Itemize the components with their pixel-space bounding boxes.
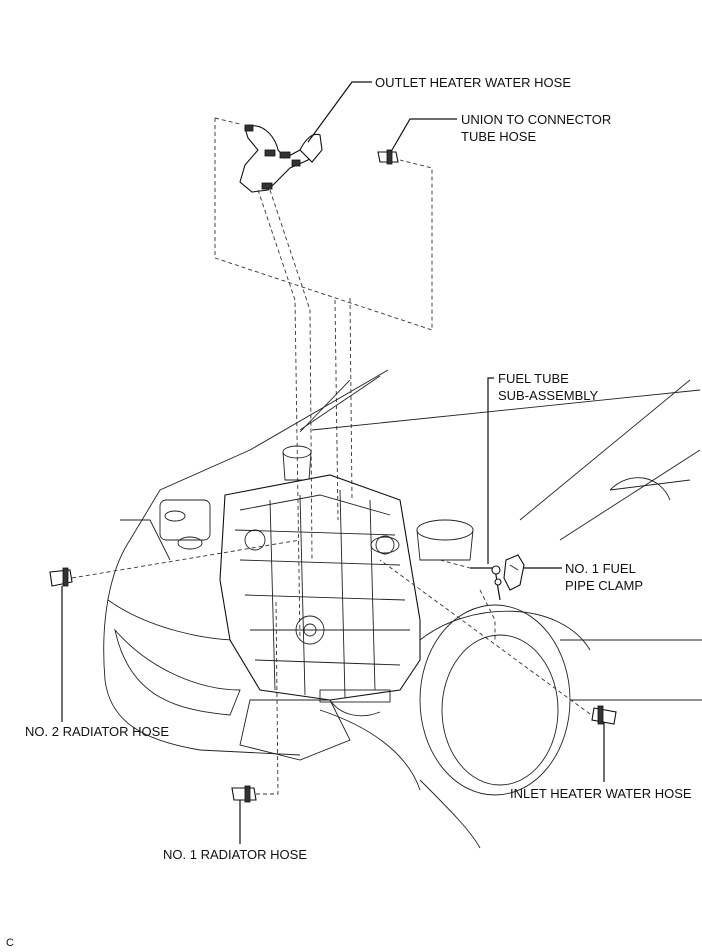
fuel-tube-sub-assembly [470, 565, 502, 601]
engine-assembly [219, 474, 421, 717]
car-body-outline [103, 369, 702, 849]
no1-fuel-pipe-clamp [503, 554, 525, 591]
no1-radiator-hose-clamp [231, 785, 257, 803]
outlet-heater-water-hose [239, 124, 323, 193]
projection-lines [71, 117, 591, 795]
label-no1-radiator-hose: NO. 1 RADIATOR HOSE [163, 847, 307, 862]
label-no1-fuel-pipe-clamp-line1: NO. 1 FUEL [565, 561, 636, 576]
label-no1-fuel-pipe-clamp-line2: PIPE CLAMP [565, 578, 644, 593]
leader-lines [61, 81, 605, 844]
label-union-to-connector-line1: UNION TO CONNECTOR [461, 112, 612, 127]
label-no2-radiator-hose: NO. 2 RADIATOR HOSE [25, 724, 169, 739]
label-outlet-heater-water-hose: OUTLET HEATER WATER HOSE [375, 75, 571, 90]
union-to-connector-clamp [377, 149, 399, 165]
label-union-to-connector-line2: TUBE HOSE [461, 129, 537, 144]
label-inlet-heater-water-hose: INLET HEATER WATER HOSE [510, 786, 692, 801]
figure-code: C [6, 937, 14, 949]
label-fuel-tube-line1: FUEL TUBE [498, 371, 569, 386]
label-fuel-tube-line2: SUB-ASSEMBLY [498, 388, 599, 403]
inlet-heater-water-hose-clamp [591, 705, 617, 725]
no2-radiator-hose-clamp [49, 567, 73, 587]
